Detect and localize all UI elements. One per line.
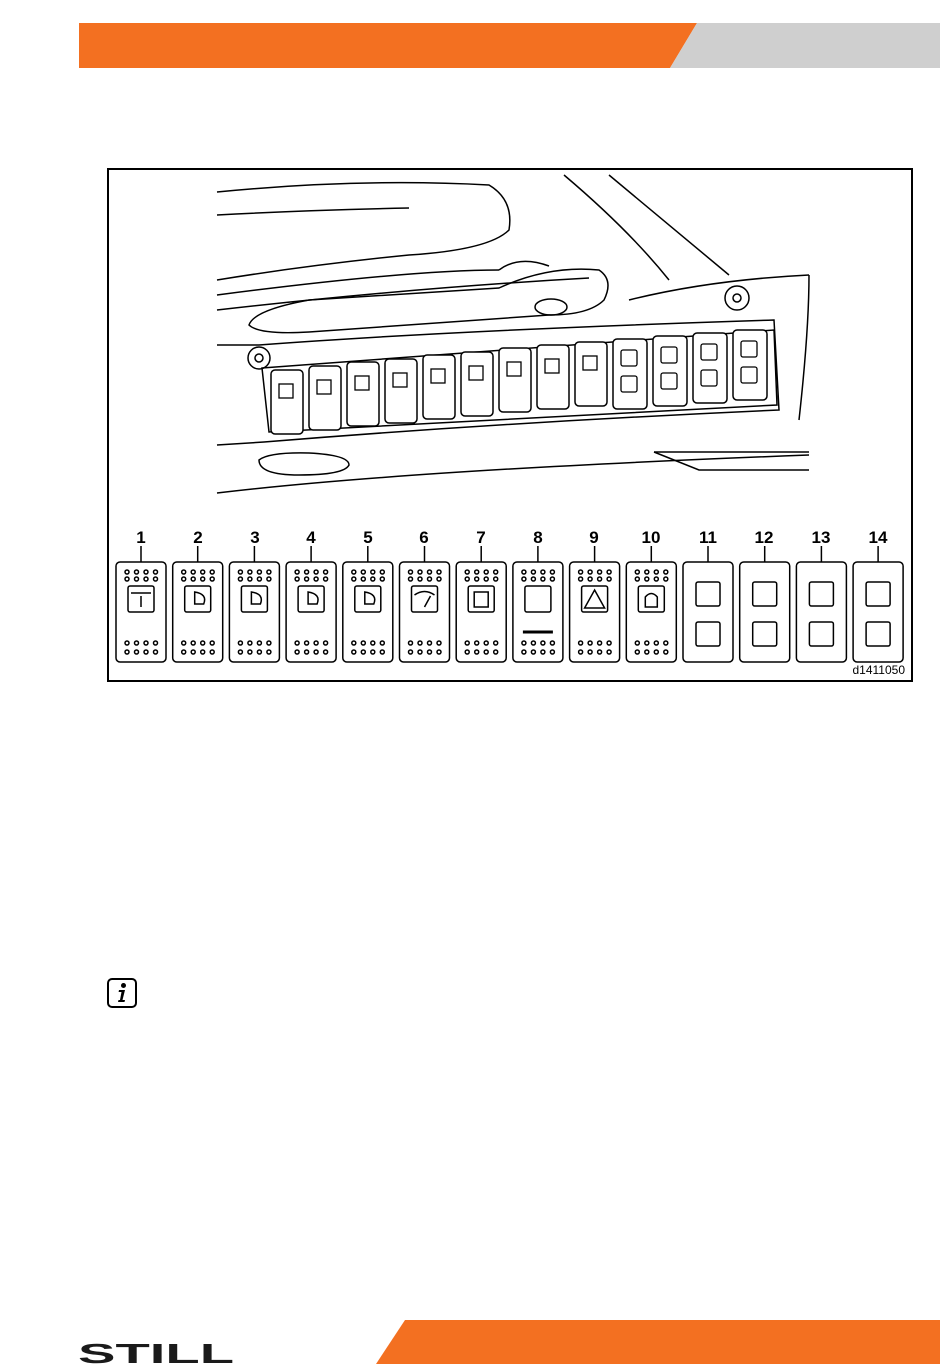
switch-4 <box>286 546 336 662</box>
switch-label: 5 <box>348 528 388 548</box>
switch-12 <box>740 546 790 662</box>
switch-symbol-icon <box>241 586 267 612</box>
switch-label: 1 <box>121 528 161 548</box>
switch-11 <box>683 546 733 662</box>
still-logo: STILL <box>78 1341 236 1365</box>
switch-symbol-icon <box>582 586 608 612</box>
switch-symbol-icon <box>128 586 154 612</box>
switch-label: 10 <box>631 528 671 548</box>
switch-symbol-icon <box>298 586 324 612</box>
switch-label: 8 <box>518 528 558 548</box>
switch-label: 3 <box>235 528 275 548</box>
header-bar <box>0 0 950 70</box>
info-icon <box>107 978 137 1008</box>
switch-6 <box>400 546 450 662</box>
switch-label: 7 <box>461 528 501 548</box>
switch-9 <box>570 546 620 662</box>
switch-label: 9 <box>574 528 614 548</box>
switch-label: 2 <box>178 528 218 548</box>
switch-label: 6 <box>404 528 444 548</box>
switch-8 <box>513 546 563 662</box>
switch-panel-illustration <box>109 170 911 680</box>
switch-symbol-icon <box>468 586 494 612</box>
switch-5 <box>343 546 393 662</box>
switch-symbol-icon <box>638 586 664 612</box>
switch-label: 12 <box>744 528 784 548</box>
switch-10 <box>626 546 676 662</box>
switch-label: 13 <box>801 528 841 548</box>
switch-symbol-icon <box>185 586 211 612</box>
switch-label: 4 <box>291 528 331 548</box>
svg-text:STILL: STILL <box>78 1341 234 1365</box>
switch-3 <box>229 546 279 662</box>
switch-14 <box>853 546 903 662</box>
figure-id: d1411050 <box>853 663 906 677</box>
switch-label: 14 <box>858 528 898 548</box>
switch-13 <box>796 546 846 662</box>
switch-symbol-icon <box>355 586 381 612</box>
switch-label: 11 <box>688 528 728 548</box>
switch-1 <box>116 546 166 662</box>
switch-symbol-icon <box>525 586 551 612</box>
switch-2 <box>173 546 223 662</box>
switch-symbol-icon <box>412 586 438 612</box>
switch-panel-figure: 1 2 3 4 5 6 7 8 9 10 11 12 13 14 d141105… <box>107 168 913 682</box>
switch-7 <box>456 546 506 662</box>
